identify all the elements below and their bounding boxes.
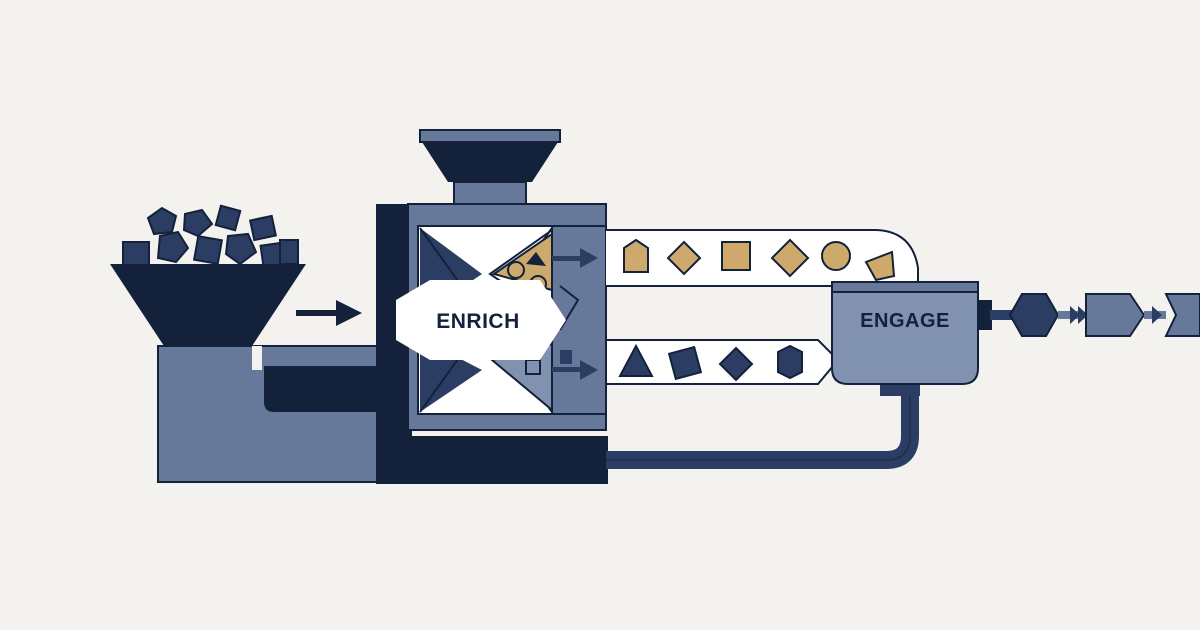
engage-label: ENGAGE <box>860 310 950 332</box>
navy-items-row <box>618 343 803 382</box>
gold-item-icon <box>721 241 751 271</box>
raw-input-cubes-icon <box>122 204 299 269</box>
chevron-output-icon <box>1164 293 1200 337</box>
hexagon-output-icon <box>1008 293 1060 337</box>
navy-item-icon <box>777 344 803 380</box>
enrich-machine: ENRICH <box>376 129 608 484</box>
chevron-output-icon <box>1085 293 1146 337</box>
enrich-top-funnel <box>422 142 558 182</box>
gold-item-icon <box>821 241 851 271</box>
output-chain <box>978 293 1200 337</box>
input-hopper <box>110 204 389 483</box>
navy-item-icon <box>718 346 754 382</box>
gold-item-icon <box>666 240 702 276</box>
navy-item-icon <box>618 343 654 377</box>
navy-item-icon <box>667 345 703 381</box>
engage-body <box>831 281 979 385</box>
gold-items-row <box>623 238 896 282</box>
trough <box>264 366 380 412</box>
engage-tank: ENGAGE <box>831 281 979 396</box>
enrich-label-plate <box>396 280 566 360</box>
enrich-label: ENRICH <box>436 310 520 333</box>
hopper-funnel <box>110 264 306 346</box>
gold-item-icon <box>864 250 896 282</box>
gold-item-icon <box>623 238 649 273</box>
gold-item-icon <box>770 238 810 278</box>
input-arrow-icon <box>296 300 362 326</box>
enrich-top-cap <box>419 129 561 143</box>
